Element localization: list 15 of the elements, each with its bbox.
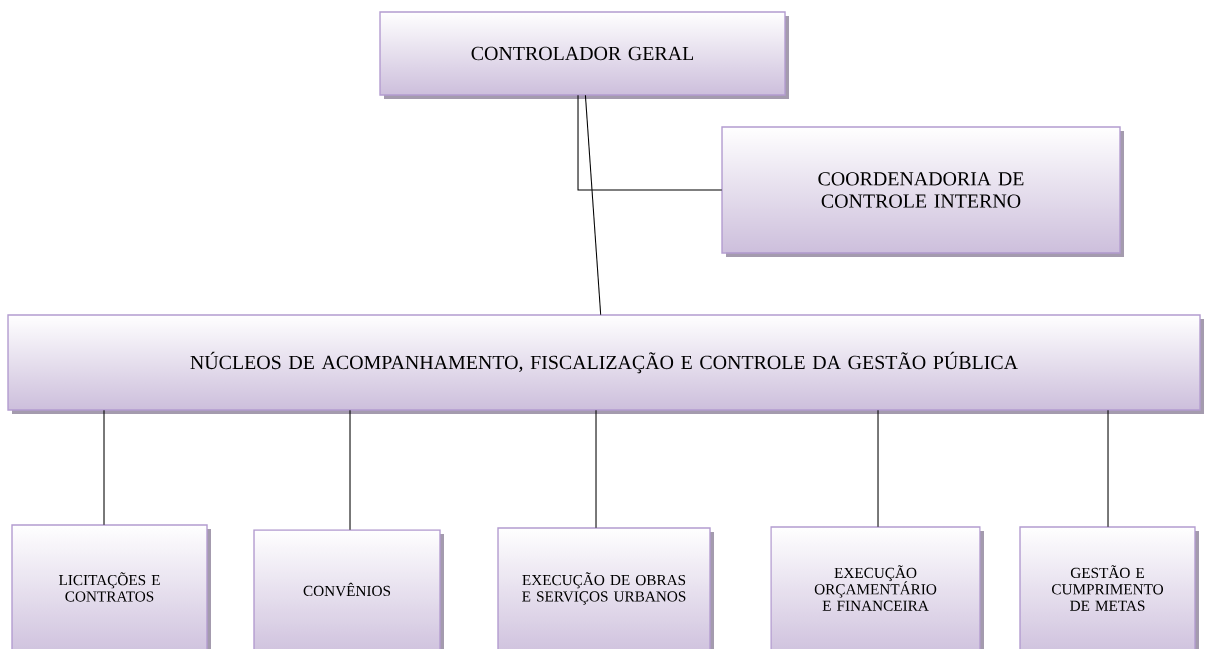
- org-box: EXECUÇÃO ORÇAMENTÁRIO E FINANCEIRA: [770, 526, 984, 649]
- org-box: COORDENADORIA DE CONTROLE INTERNO: [721, 126, 1124, 257]
- connector-line: [349, 409, 351, 531]
- connector-line: [577, 94, 723, 191]
- org-box: EXECUÇÃO DE OBRAS E SERVIÇOS URBANOS: [497, 527, 714, 649]
- org-box: CONVÊNIOS: [253, 529, 444, 649]
- org-box: NÚCLEOS DE ACOMPANHAMENTO, FISCALIZAÇÃO E CONTROLE DA GESTÃO PÚBLICA: [7, 314, 1204, 414]
- connector-line: [1107, 409, 1109, 528]
- connector-line: [877, 409, 879, 528]
- org-box: CONTROLADOR GERAL: [379, 11, 789, 99]
- connector-line: [595, 409, 597, 529]
- org-box: LICITAÇÕES E CONTRATOS: [11, 524, 211, 649]
- org-box: GESTÃO E CUMPRIMENTO DE METAS: [1019, 526, 1199, 649]
- connector-line: [103, 409, 105, 526]
- connector-line: [584, 94, 602, 316]
